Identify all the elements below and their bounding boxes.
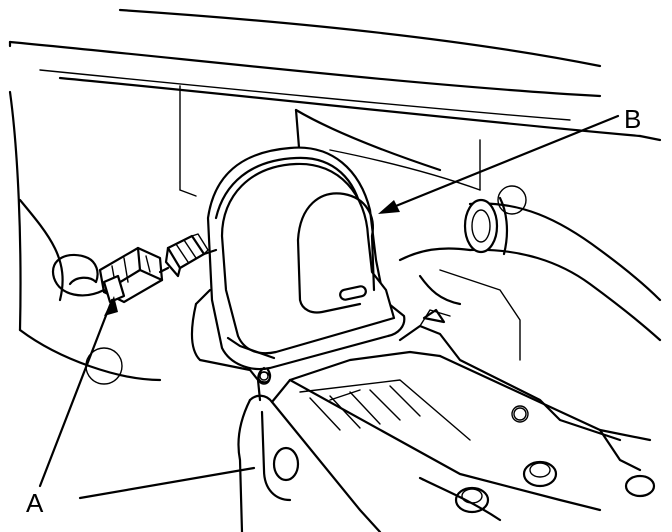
hose xyxy=(463,185,662,342)
horn-terminal xyxy=(164,233,209,278)
callout-label-a: A xyxy=(26,488,44,518)
leader-a xyxy=(38,296,256,500)
callout-label-b: B xyxy=(624,104,642,134)
upper-body-panel xyxy=(8,8,662,142)
wire-harness xyxy=(51,248,218,297)
leader-b xyxy=(378,114,620,214)
horn xyxy=(206,146,406,384)
mounting-bracket xyxy=(85,247,622,442)
connector-a xyxy=(98,246,164,304)
lower-crossmember xyxy=(237,350,656,532)
left-frame xyxy=(8,85,481,382)
